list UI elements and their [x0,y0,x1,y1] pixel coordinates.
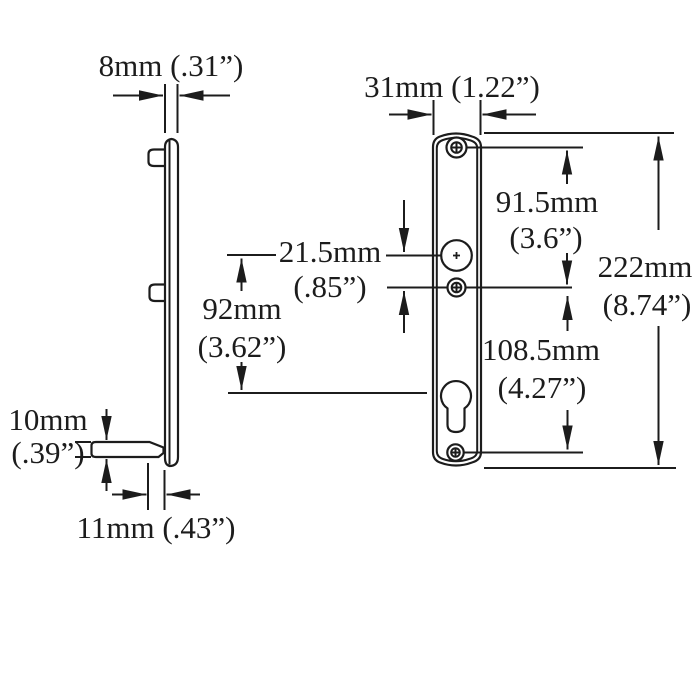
dimension-labels: 8mm (.31”) 31mm (1.22”) 91.5mm (3.6”) 21… [8,48,692,545]
dimension-linework [75,84,676,510]
leader-lines [227,146,583,454]
total-height-metric-label: 222mm [598,249,693,284]
top-to-handle-imperial-label: (3.6”) [509,220,582,255]
dim-plate-width [389,100,536,135]
foot-depth-label: 11mm (.43”) [77,510,236,545]
side-bottom-foot [90,440,165,459]
front-view [227,132,583,467]
bottom-screw-hole [446,443,465,462]
dim-total-height [484,132,676,469]
foot-height-metric-label: 10mm [8,402,87,437]
top-to-handle-metric-label: 91.5mm [496,184,598,219]
dim-foot-depth [112,463,200,510]
screw-to-bottom-imperial-label: (4.27”) [498,370,587,405]
handle-to-screw-imperial-label: (.85”) [293,269,366,304]
front-plate-inner-outline [435,136,479,463]
plate-width-label: 31mm (1.22”) [364,69,540,104]
linework [75,84,676,510]
total-height-imperial-label: (8.74”) [603,287,692,322]
side-middle-lug [148,283,165,303]
handle-spindle-hole [440,239,473,272]
cylinder-screw-hole [446,277,467,298]
top-screw-hole [445,136,468,159]
dim-foot-height [75,409,112,491]
side-top-lug [147,148,165,168]
dim-plate-thickness [113,84,230,133]
plate-thickness-label: 8mm (.31”) [99,48,244,83]
handle-to-keyhole-imperial-label: (3.62”) [198,329,287,364]
side-plate-body [163,137,180,468]
foot-height-imperial-label: (.39”) [11,435,84,470]
handle-to-keyhole-metric-label: 92mm [202,291,281,326]
side-profile-view [90,137,180,468]
euro-cylinder-keyhole [439,379,473,434]
handle-to-screw-metric-label: 21.5mm [279,234,381,269]
screw-to-bottom-metric-label: 108.5mm [482,332,600,367]
